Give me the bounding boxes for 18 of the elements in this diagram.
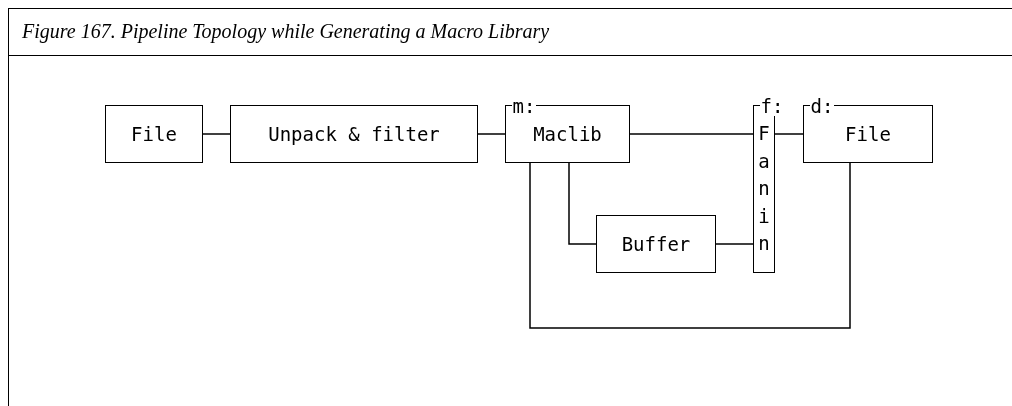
connector-line — [477, 133, 506, 135]
box-label: Maclib — [533, 123, 602, 145]
connector-line — [529, 162, 851, 329]
box-label: File — [131, 123, 177, 145]
process-box — [105, 105, 203, 163]
connector-line — [202, 133, 231, 135]
connector-line — [715, 243, 754, 245]
box-label: Unpack & filter — [268, 123, 440, 145]
box-label: File — [845, 123, 891, 145]
connector-line — [774, 133, 804, 135]
connector-line — [568, 162, 597, 245]
box-label: Fanin — [757, 121, 771, 257]
figure-title: Figure 167. Pipeline Topology while Generating a Macro Library — [22, 20, 550, 43]
process-box — [230, 105, 478, 163]
box-label: Buffer — [621, 233, 691, 255]
process-box — [596, 215, 716, 273]
connector-line — [629, 133, 754, 135]
stage-label: d: — [809, 96, 835, 116]
